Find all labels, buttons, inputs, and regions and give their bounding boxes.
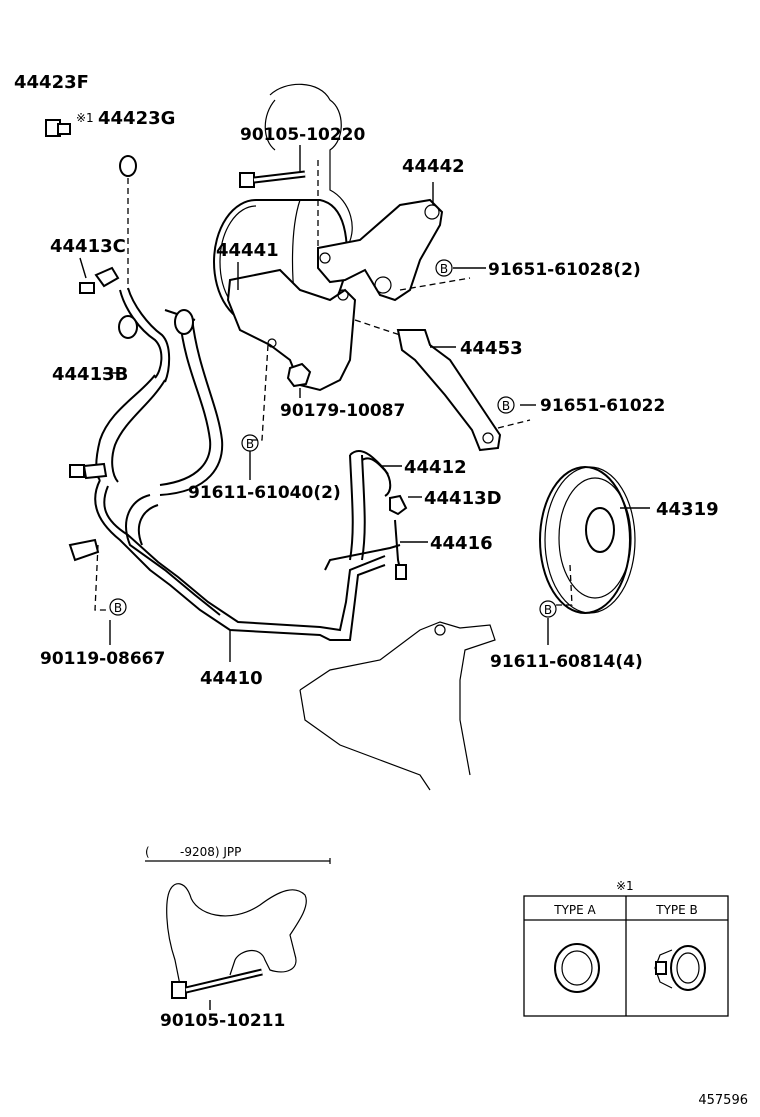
nut-90179-10087	[286, 362, 312, 388]
bolt-90119-08667	[68, 538, 100, 562]
engine-block-outline	[299, 621, 496, 791]
label-90119-08667: 90119-08667	[40, 649, 165, 669]
label-91651-61028: 91651-61028(2)	[488, 260, 641, 280]
clamp-44423G	[119, 155, 137, 177]
inset-range-label: -9208) JPP	[180, 845, 241, 859]
label-44413D: 44413D	[424, 488, 502, 509]
inset-jpp: ( -9208) JPP 90105-10211	[145, 845, 331, 1031]
svg-text:B: B	[544, 603, 552, 617]
label-44442: 44442	[402, 156, 465, 177]
fitting-44416	[394, 519, 407, 580]
label-44423F: 44423F	[14, 72, 89, 93]
label-44416: 44416	[430, 533, 493, 554]
label-44453: 44453	[460, 338, 523, 359]
label-44441: 44441	[216, 240, 279, 261]
label-44412: 44412	[404, 457, 467, 478]
legend-type-b: TYPE B	[655, 903, 698, 917]
label-44423G-mark: ※1	[76, 111, 94, 125]
fitting-left	[69, 462, 108, 480]
svg-text:B: B	[114, 601, 122, 615]
label-91651-61022: 91651-61022	[540, 396, 665, 416]
hose-44412	[349, 450, 392, 561]
clamp-44413D	[389, 494, 408, 516]
pulley-44319	[539, 466, 636, 614]
svg-text:B: B	[502, 399, 510, 413]
label-90105-10220: 90105-10220	[240, 125, 366, 145]
bracket-44453	[396, 329, 502, 452]
bolt-marker-3: B	[241, 434, 259, 452]
leader-lines	[79, 145, 650, 662]
type-b-clamp	[654, 945, 706, 991]
bolt-90105-10220	[239, 170, 306, 188]
legend-type-a: TYPE A	[553, 903, 596, 917]
label-91611-60814: 91611-60814(4)	[490, 652, 643, 672]
bolt-marker-1: B	[435, 259, 453, 277]
type-legend: ※1 TYPE A TYPE B	[523, 879, 729, 1017]
label-90179-10087: 90179-10087	[280, 401, 405, 421]
bracket-44441	[226, 268, 357, 392]
type-a-ring	[554, 943, 600, 993]
dashed-lines	[94, 160, 573, 611]
label-44423G: 44423G	[98, 108, 175, 129]
svg-text:B: B	[246, 437, 254, 451]
bracket-44442	[317, 198, 444, 302]
label-44319: 44319	[656, 499, 719, 520]
bolt-marker-5: B	[539, 600, 557, 618]
fitting-44423F	[45, 119, 71, 137]
legend-mark: ※1	[616, 879, 634, 893]
pipe-assembly-44410	[94, 479, 401, 641]
inset-range-left: (	[145, 845, 150, 859]
inset-bolt-label: 90105-10211	[160, 1011, 285, 1031]
fitting-44413C-hose-end	[118, 309, 194, 339]
label-91611-61040: 91611-61040(2)	[188, 483, 341, 503]
engine-outline	[264, 83, 353, 251]
pressure-hose	[159, 309, 224, 496]
label-44413C: 44413C	[50, 236, 126, 257]
label-44410: 44410	[200, 668, 263, 689]
clamp-44413C	[79, 266, 120, 294]
svg-text:B: B	[440, 262, 448, 276]
bolt-marker-2: B	[497, 396, 515, 414]
bolt-marker-4: B	[109, 598, 127, 616]
label-44413B: 44413B	[52, 364, 128, 385]
inset-bolt	[171, 968, 263, 999]
diagram-id: 457596	[698, 1093, 748, 1108]
